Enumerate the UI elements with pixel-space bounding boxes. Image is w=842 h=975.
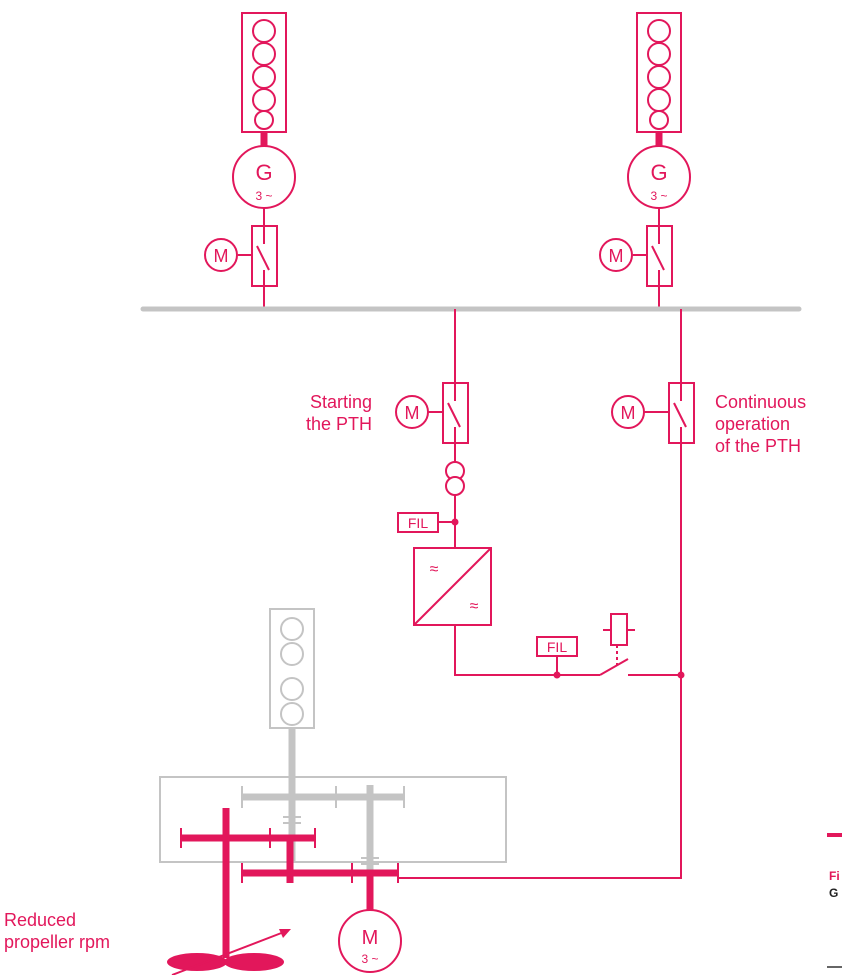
starting-breaker-motor-drive (395, 395, 429, 429)
frequency-converter (413, 547, 492, 626)
frequency-converter-output: ≈ (470, 598, 479, 615)
generator-1-motor-drive (204, 238, 238, 272)
gearbox-housing (159, 776, 507, 863)
converter-output-line (454, 625, 600, 676)
continuous-feeder-line (398, 309, 682, 879)
variable-rpm-arrow (171, 929, 291, 975)
continuous-breaker-motor-drive (611, 395, 645, 429)
main-engine (269, 608, 315, 729)
pth-motor (338, 909, 402, 973)
generator-2-motor-drive-symbol: M (609, 246, 624, 266)
generator-1-breaker (238, 225, 278, 287)
frequency-converter-input: ≈ (430, 561, 439, 578)
pth-motor-phase: 3 ~ (361, 952, 378, 966)
propeller (167, 953, 284, 971)
continuous-operation-label: Continuous operation of the PTH (715, 392, 807, 456)
continuous-breaker-motor-drive-symbol: M (621, 403, 636, 423)
continuous-breaker (644, 382, 695, 444)
filter-2 (536, 636, 578, 679)
generator-2-breaker (633, 225, 673, 287)
changeover-contactor (599, 613, 681, 676)
generator-1-phase: 3 ~ (255, 189, 272, 203)
starting-pth-label: Starting the PTH (305, 392, 372, 434)
generator-2-motor-drive (599, 238, 633, 272)
generator-2-symbol: G (650, 160, 667, 185)
filter-2-label: FIL (547, 639, 567, 655)
engine-2 (636, 12, 682, 133)
caption-fig-fragment: Fi (829, 869, 840, 883)
caption-g-fragment: G (829, 886, 839, 900)
starting-breaker (428, 382, 469, 444)
pth-motor-symbol: M (362, 927, 379, 949)
reduced-propeller-rpm-label: Reduced propeller rpm (4, 910, 111, 952)
generator-1-symbol: G (255, 160, 272, 185)
filter-1 (397, 512, 459, 533)
gearbox-pink-gears (180, 828, 399, 910)
starting-breaker-motor-drive-symbol: M (405, 403, 420, 423)
gearbox-grey-gears (241, 785, 405, 878)
starting-transformer (445, 461, 465, 496)
filter-1-label: FIL (408, 515, 428, 531)
generator-1-motor-drive-symbol: M (214, 246, 229, 266)
engine-1 (241, 12, 287, 133)
junction-node (677, 671, 685, 679)
generator-2-phase: 3 ~ (650, 189, 667, 203)
